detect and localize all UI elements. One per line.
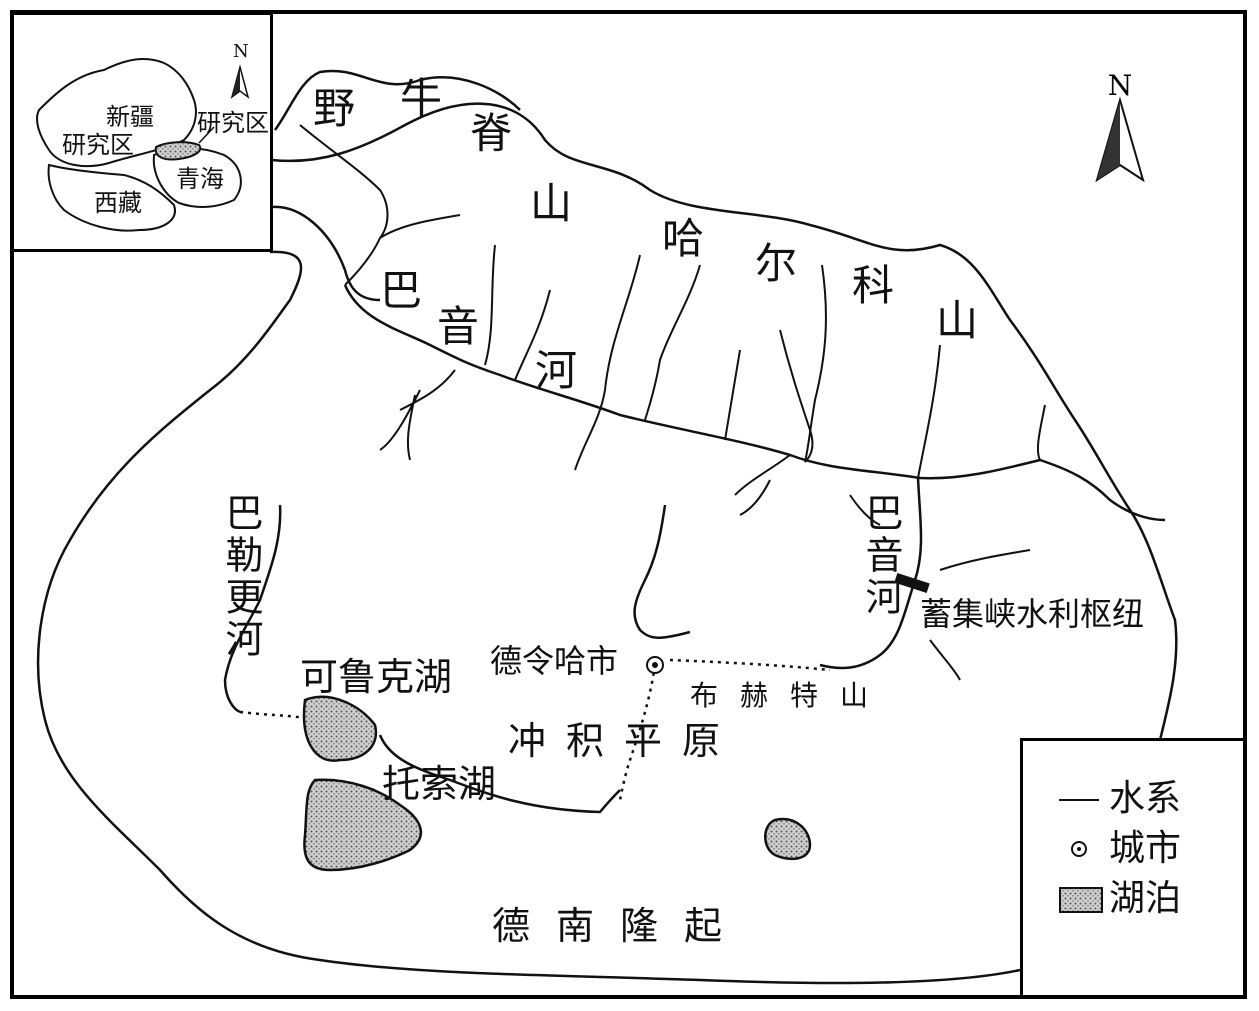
tributary — [299, 124, 461, 239]
plain-boundary — [378, 734, 621, 814]
bayin-river-east-branch — [819, 477, 923, 670]
tributary — [917, 344, 941, 479]
tributary — [849, 494, 1031, 681]
dotted-channel — [618, 664, 657, 801]
yeniu-ridge-line — [273, 69, 521, 131]
tributary — [344, 237, 381, 286]
dotted-channel — [669, 658, 831, 672]
inset-map: N 新疆 研究区 研究区 青海 西藏 — [11, 12, 273, 252]
tributary — [1036, 404, 1046, 461]
basin-boundary — [36, 102, 1178, 985]
legend-city-dot — [1077, 847, 1081, 851]
lake-tuosuo — [303, 778, 422, 872]
label-bayin-river-east: 巴音河 — [859, 493, 903, 619]
label-alluvial-plain: 冲积平原 — [508, 719, 741, 763]
label-buhete-mountain: 布赫特山 — [690, 679, 891, 712]
legend-label-water: 水系 — [1109, 778, 1182, 819]
tributary — [644, 264, 701, 421]
city-marker-delingha — [646, 656, 664, 674]
bayin-river-main — [343, 284, 1166, 522]
label-denan-uplift: 德南隆起 — [492, 904, 749, 948]
label-lake-keluke: 可鲁克湖 — [300, 655, 453, 699]
river-to-city — [633, 504, 691, 639]
north-label: N — [1108, 69, 1133, 102]
dotted-channel — [239, 710, 306, 720]
label-haerke-3: 科 — [852, 261, 895, 310]
tributary — [379, 369, 456, 461]
inset-label-xizang: 西藏 — [94, 189, 142, 217]
label-bayin-river-north-3: 河 — [535, 346, 578, 395]
legend-line-symbol — [1059, 799, 1099, 801]
label-yeniu-4: 山 — [530, 179, 573, 228]
inset-xinjiang-outline — [36, 58, 197, 168]
inset-label-study-area-right: 研究区 — [197, 109, 269, 137]
inset-canvas — [36, 58, 250, 232]
label-bayin-river-north-1: 巴 — [380, 266, 423, 315]
inset-study-area — [154, 141, 202, 161]
reservoir-marker — [894, 572, 930, 594]
north-arrow-icon: N — [1095, 69, 1145, 183]
tributary — [734, 454, 791, 516]
tributary — [804, 264, 827, 463]
label-lake-tuosuo: 托索湖 — [382, 762, 497, 806]
tributary — [779, 329, 814, 463]
inset-north-label: N — [233, 41, 249, 62]
harke-ridge-line — [271, 205, 381, 302]
tributary — [514, 289, 551, 381]
legend-lake-symbol — [1059, 887, 1103, 913]
label-haerke-1: 哈 — [662, 214, 705, 263]
label-yeniu-3: 脊 — [470, 109, 513, 158]
inset-label-study-area-left: 研究区 — [62, 131, 134, 159]
inset-pointer-line — [198, 126, 215, 144]
inset-label-xinjiang: 新疆 — [106, 103, 154, 131]
label-yeniu-2: 牛 — [400, 74, 443, 123]
label-haerke-2: 尔 — [755, 239, 798, 288]
map-frame — [10, 10, 1247, 999]
label-bayin-river-north-2: 音 — [437, 302, 480, 351]
balegeng-river — [223, 504, 282, 714]
lake-small — [764, 817, 812, 861]
legend-label-city: 城市 — [1109, 828, 1182, 869]
inset-label-qinghai: 青海 — [176, 165, 224, 193]
label-reservoir: 蓄集峡水利枢纽 — [920, 595, 1145, 633]
label-yeniu-1: 野 — [313, 84, 356, 133]
inset-xizang-outline — [47, 163, 176, 232]
tributary — [484, 244, 496, 366]
label-city-delingha: 德令哈市 — [490, 642, 619, 680]
label-haerke-4: 山 — [936, 296, 979, 345]
legend: 水系 城市 湖泊 — [1020, 738, 1246, 998]
inset-qinghai-outline — [152, 147, 242, 208]
tributary — [724, 349, 741, 441]
inset-north-arrow-icon — [230, 64, 250, 99]
lake-keluke — [302, 695, 378, 762]
label-balegeng-river: 巴勒更河 — [219, 493, 263, 661]
legend-label-lake: 湖泊 — [1109, 878, 1182, 919]
tributary — [574, 254, 641, 471]
